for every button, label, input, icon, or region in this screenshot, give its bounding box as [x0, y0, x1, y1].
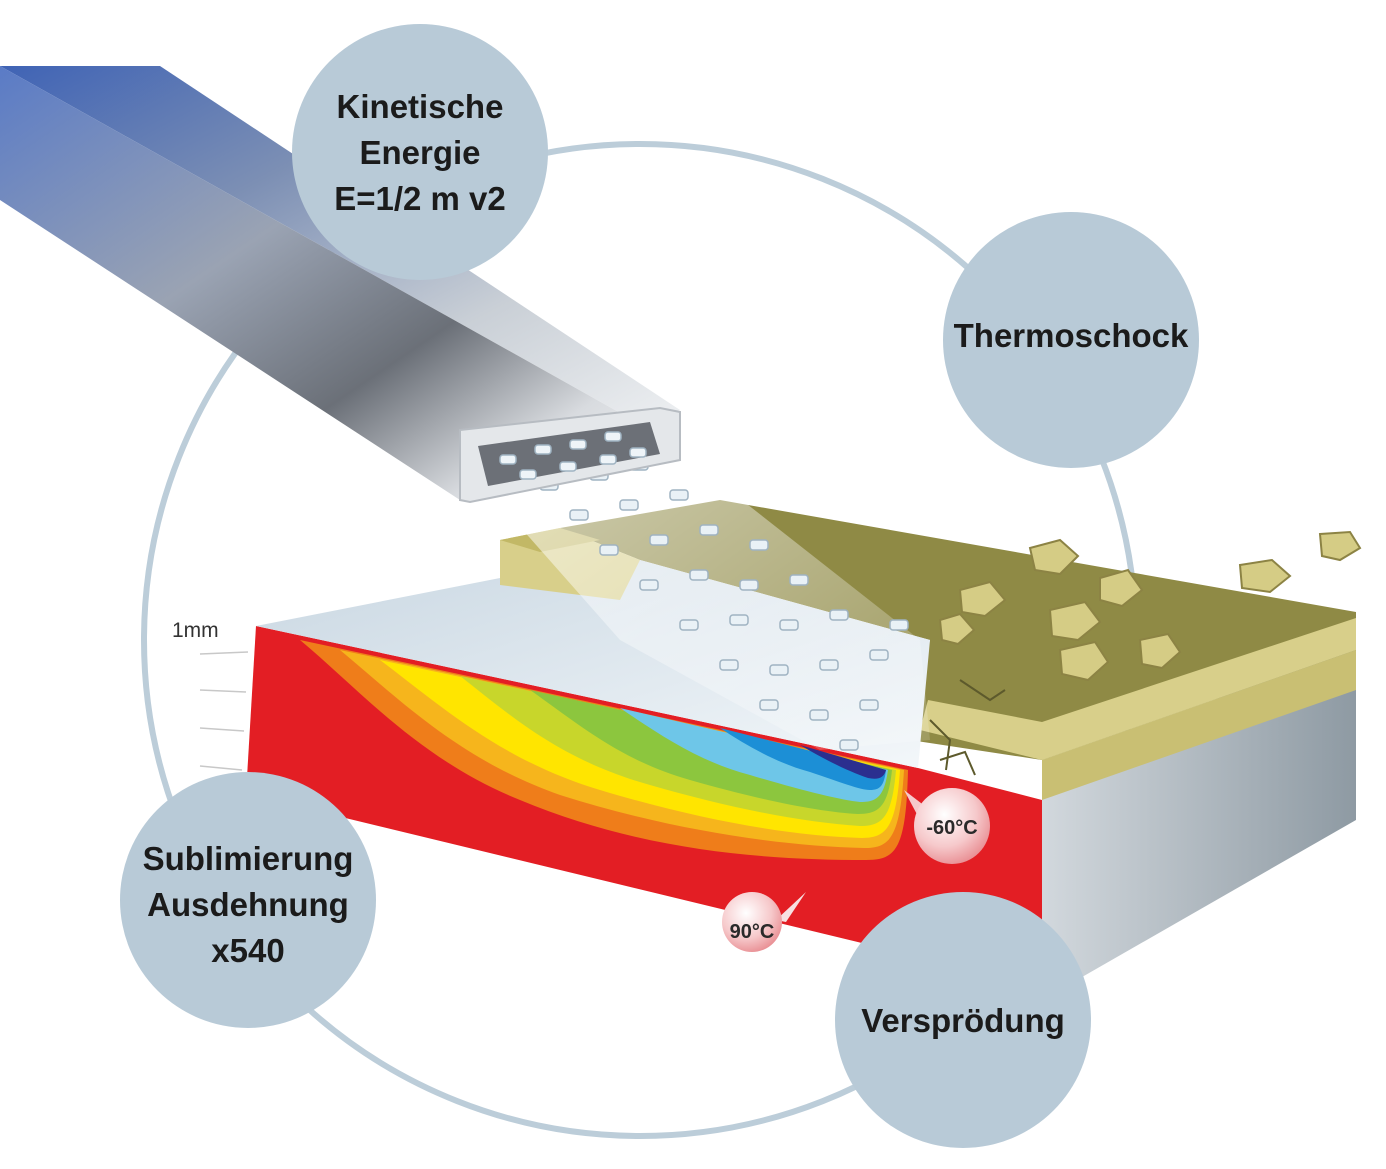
bubble-thermal-shock: Thermoschock [943, 212, 1199, 468]
coating-edge [920, 618, 1356, 760]
scale-label: 1mm [172, 619, 219, 642]
bubble-kinetic-line-1: Kinetische [337, 88, 504, 125]
bubble-sublim-line-2: Ausdehnung [147, 886, 349, 923]
heat-band-navy [800, 745, 886, 779]
bubble-embrittlement: Versprödung [835, 892, 1091, 1148]
bubble-thermo-line-1: Thermoschock [954, 317, 1189, 354]
depth-scale [199, 651, 249, 771]
coating-cracks [929, 679, 1006, 776]
heat-band-blue [720, 728, 886, 790]
bubble-sublimation: Sublimierung Ausdehnung x540 [120, 772, 376, 1028]
temp-cold-label: -60°C [926, 817, 977, 839]
temp-callout-cold: -60°C [904, 788, 990, 864]
bubble-embrittle-line-1: Versprödung [861, 1002, 1065, 1039]
bubble-sublim-line-1: Sublimierung [143, 840, 354, 877]
bubble-sublim-line-3: x540 [211, 932, 284, 969]
heat-band-cyan [620, 708, 888, 802]
temp-callout-hot: 90°C [722, 892, 806, 952]
bubble-kinetic-line-3: E=1/2 m v2 [334, 180, 506, 217]
debris-flakes [938, 530, 1362, 682]
dry-ice-spray [470, 420, 930, 750]
bubble-kinetic-energy: Kinetische Energie E=1/2 m v2 [292, 24, 548, 280]
nozzle-side-face [0, 66, 640, 500]
bubble-kinetic-line-2: Energie [359, 134, 480, 171]
temp-hot-label: 90°C [730, 921, 775, 943]
nozzle-pellets [499, 431, 647, 480]
